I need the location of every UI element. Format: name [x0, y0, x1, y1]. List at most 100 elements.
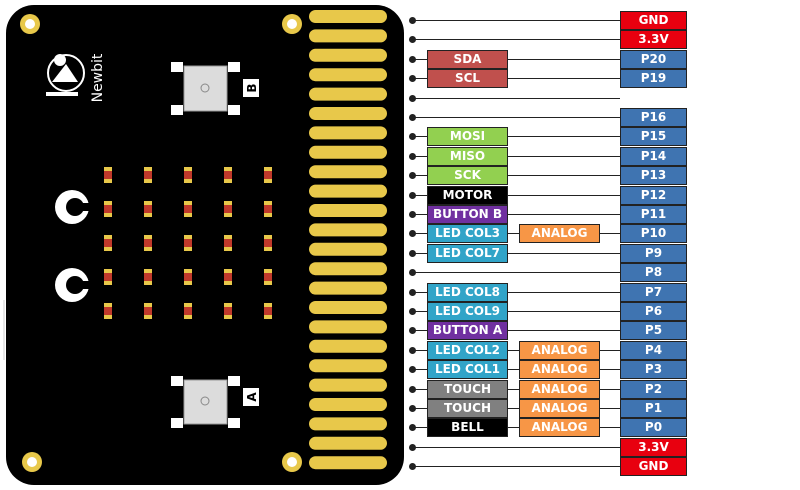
pinout-row: GND — [0, 457, 800, 477]
led-icon — [264, 235, 272, 251]
button-b-icon — [171, 62, 259, 115]
button-b-label: B — [245, 83, 259, 92]
pinout-row: P11 BUTTON B — [0, 205, 800, 224]
function-label: LED COL7 — [427, 243, 508, 263]
edge-pad — [309, 242, 387, 256]
led-icon — [144, 269, 152, 285]
connector-line — [414, 349, 620, 351]
connector-dot — [409, 94, 416, 102]
pinout-row: P10 LED COL3 ANALOG — [0, 224, 800, 244]
edge-pad — [309, 68, 387, 82]
edge-pad — [309, 398, 387, 411]
logo-text: Newbit — [90, 53, 106, 102]
edge-connector — [309, 10, 387, 470]
connector-dot — [409, 249, 416, 257]
edge-pad — [309, 417, 387, 431]
led-icon — [184, 235, 192, 251]
led-icon — [104, 269, 112, 285]
pin-label: P4 — [620, 340, 687, 360]
pinout-row: P12 MOTOR — [0, 185, 800, 205]
led-icon — [184, 303, 192, 319]
connector-line — [414, 272, 620, 274]
pin-label: P19 — [620, 69, 687, 89]
pin-label: GND — [620, 457, 687, 477]
edge-pad — [309, 107, 387, 120]
function-label: LED COL9 — [427, 302, 508, 321]
pinout-row: 3.3V — [0, 437, 800, 457]
edge-pad — [309, 165, 387, 179]
led-icon — [144, 167, 152, 183]
connector-dot — [409, 114, 416, 121]
led-icon — [144, 201, 152, 217]
connector-line — [414, 291, 620, 293]
led-icon — [184, 269, 192, 285]
function-label: MOTOR — [427, 185, 508, 205]
connector-dot — [409, 133, 416, 141]
function-label: LED COL8 — [427, 282, 508, 302]
analog-label: ANALOG — [519, 379, 600, 399]
touch-pad-icon — [55, 268, 92, 302]
led-icon — [184, 167, 192, 183]
connector-line — [414, 97, 620, 99]
connector-line — [414, 311, 620, 312]
board-pcb — [6, 5, 404, 485]
led-icon — [104, 167, 112, 183]
connector-dot — [409, 463, 416, 471]
connector-dot — [409, 230, 416, 238]
pin-label: P8 — [620, 263, 687, 283]
connector-dot — [409, 366, 416, 374]
connector-line — [414, 233, 620, 235]
pin-label: P14 — [620, 146, 687, 166]
led-icon — [104, 235, 112, 251]
connector-dot — [409, 172, 416, 180]
led-icon — [104, 201, 112, 217]
pin-label: P9 — [620, 243, 687, 263]
function-label: LED COL3 — [427, 224, 508, 244]
pin-label: P10 — [620, 224, 687, 244]
function-label: TOUCH — [427, 379, 508, 399]
led-icon — [104, 303, 112, 319]
function-label: BUTTON B — [427, 205, 508, 224]
connector-line — [414, 369, 620, 371]
edge-pad — [309, 204, 387, 217]
connector-line — [414, 155, 620, 157]
pin-label: P12 — [620, 185, 687, 205]
connector-dot — [409, 327, 416, 335]
pin-label: P3 — [620, 360, 687, 380]
connector-dot — [409, 211, 416, 218]
connector-dot — [409, 152, 416, 160]
mount-hole-icon — [22, 452, 42, 472]
newbit-logo-icon — [46, 54, 85, 96]
connector-line — [414, 446, 620, 448]
pin-label: 3.3V — [620, 437, 687, 457]
connector-dot — [409, 443, 416, 451]
analog-label: ANALOG — [519, 340, 600, 360]
edge-pad — [309, 87, 387, 101]
pin-label: P2 — [620, 379, 687, 399]
edge-pad — [309, 436, 387, 450]
connector-line — [414, 252, 620, 254]
connector-dot — [409, 288, 416, 296]
pinout-row: P2 TOUCH ANALOG — [0, 379, 800, 399]
pin-label: P1 — [620, 399, 687, 418]
analog-label: ANALOG — [519, 224, 600, 244]
analog-label: ANALOG — [519, 360, 600, 380]
edge-pad — [309, 456, 387, 470]
function-label: SDA — [427, 49, 508, 69]
connector-line — [414, 427, 620, 429]
pin-label: P5 — [620, 321, 687, 341]
edge-pad — [309, 145, 387, 159]
analog-label: ANALOG — [519, 418, 600, 438]
connector-dot — [409, 191, 416, 199]
led-icon — [224, 167, 232, 183]
pin-label: P11 — [620, 205, 687, 224]
pin-label: 3.3V — [620, 30, 687, 50]
pin-label: GND — [620, 11, 687, 30]
